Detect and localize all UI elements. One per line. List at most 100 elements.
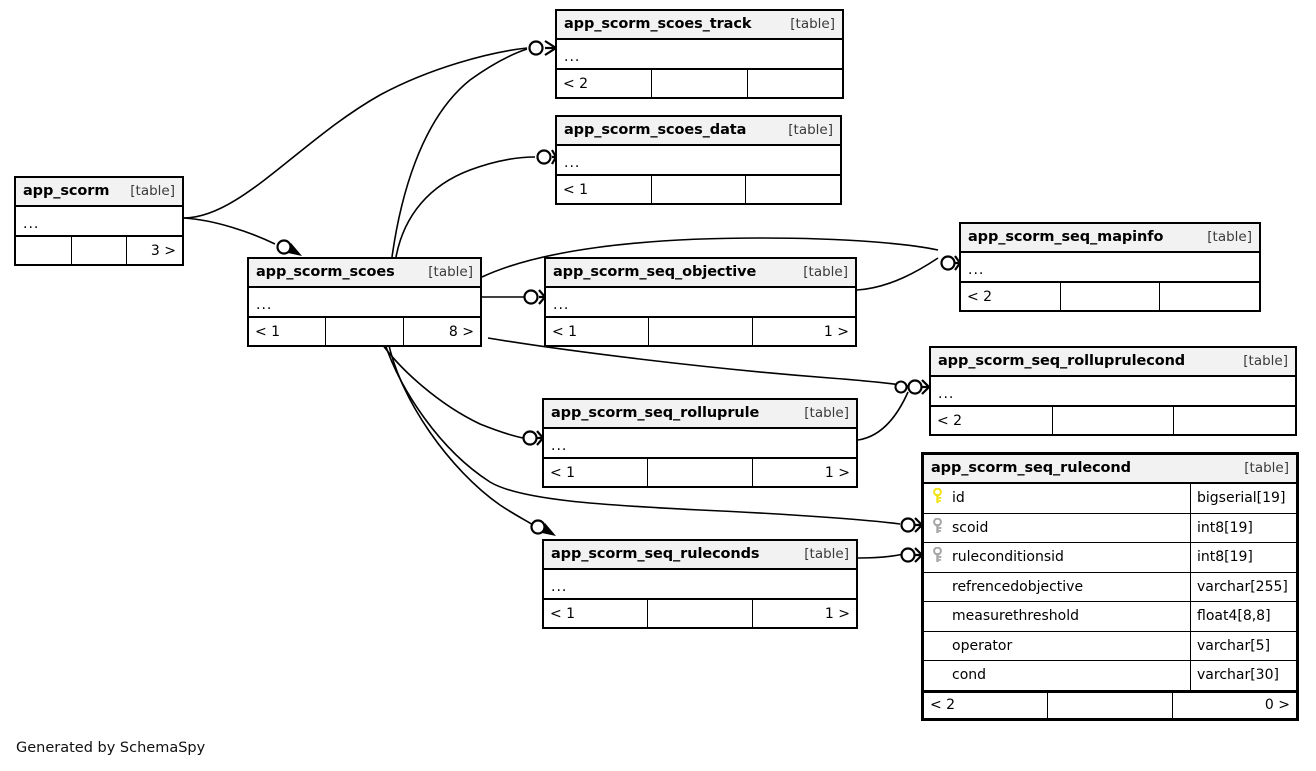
key-icon-foreign — [933, 546, 942, 563]
children-count — [1174, 407, 1295, 434]
column-name-cell: scoid — [924, 513, 1191, 542]
column-name: operator — [952, 637, 1013, 654]
column-row: refrencedobjective varchar[255] — [924, 572, 1296, 602]
column-type: bigserial[19] — [1197, 490, 1286, 507]
table-footer: < 2 — [931, 407, 1295, 434]
collapsed-columns-row: ... — [961, 253, 1259, 283]
collapsed-columns-row: ... — [249, 288, 480, 318]
table-title: app_scorm_seq_mapinfo — [968, 229, 1164, 245]
table-header: app_scorm_seq_ruleconds [table] — [544, 541, 856, 570]
ellipsis-label: ... — [23, 216, 40, 232]
children-count: 3 > — [150, 242, 177, 259]
footer-spacer — [648, 459, 753, 486]
table-app-scorm-scoes-track[interactable]: app_scorm_scoes_track[table]...< 2 — [555, 9, 844, 99]
footer-spacer — [326, 318, 404, 345]
foreign-key-icon — [932, 546, 945, 567]
collapsed-columns-row: ... — [546, 288, 855, 318]
table-type-tag: [table] — [428, 264, 473, 280]
key-icon-primary — [933, 487, 942, 504]
table-footer: < 1 — [557, 176, 840, 203]
table-type-tag: [table] — [1244, 460, 1289, 476]
ellipsis-label: ... — [256, 297, 273, 313]
table-title: app_scorm_scoes_data — [564, 122, 747, 138]
table-footer: 3 > — [16, 237, 182, 264]
table-header: app_scorm_seq_rolluprulecond [table] — [931, 348, 1295, 377]
children-count: 1 > — [824, 605, 850, 622]
parents-count — [16, 237, 72, 264]
table-footer: < 1 1 > — [544, 600, 856, 627]
table-app-scorm-seq-rolluprulecond[interactable]: app_scorm_seq_rolluprulecond [table]...< … — [929, 346, 1297, 436]
table-app-scorm-seq-mapinfo[interactable]: app_scorm_seq_mapinfo [table]... < 2 — [959, 222, 1261, 312]
table-type-tag: [table] — [1243, 353, 1288, 369]
table-header: app_scorm_scoes[table] — [249, 259, 480, 288]
table-title: app_scorm_scoes_track — [564, 16, 752, 32]
column-name-cell: refrencedobjective — [924, 572, 1191, 601]
table-type-tag: [table] — [790, 16, 835, 32]
parents-count: < 1 — [544, 600, 649, 627]
table-type-tag: [table] — [1207, 229, 1252, 245]
collapsed-columns-row: ... — [557, 40, 842, 70]
table-type-tag: [table] — [804, 405, 849, 421]
children-count: 1 > — [824, 464, 850, 481]
children-count — [1160, 283, 1259, 310]
table-title: app_scorm_seq_rulecond — [931, 460, 1131, 476]
table-title: app_scorm_seq_rolluprule — [551, 405, 760, 421]
table-app-scorm-seq-ruleconds[interactable]: app_scorm_seq_ruleconds [table]... < 1 1 > — [542, 539, 858, 629]
collapsed-columns-row: ... — [557, 146, 840, 176]
column-row: cond varchar[30] — [924, 661, 1296, 691]
table-header: app_scorm_seq_rolluprule [table] — [544, 400, 856, 429]
table-type-tag: [table] — [804, 546, 849, 562]
primary-key-icon — [932, 487, 945, 508]
column-type: float4[8,8] — [1197, 608, 1271, 625]
column-type: varchar[255] — [1197, 578, 1288, 595]
footer-spacer — [1048, 692, 1173, 718]
table-title: app_scorm_seq_ruleconds — [551, 546, 760, 562]
table-title: app_scorm_seq_rolluprulecond — [938, 353, 1186, 369]
table-app-scorm-seq-rulecond[interactable]: app_scorm_seq_rulecond [table] id bigseri… — [921, 452, 1299, 721]
parents-count: < 2 — [931, 407, 1053, 434]
column-name: id — [952, 490, 965, 507]
footer-spacer — [648, 600, 753, 627]
collapsed-columns-row: ... — [931, 377, 1295, 407]
key-icon-foreign — [933, 517, 942, 533]
table-header: app_scorm_scoes_data [table] — [557, 117, 840, 146]
table-header: app_scorm_seq_rulecond [table] — [924, 455, 1296, 484]
column-name-cell: cond — [924, 661, 1191, 690]
table-app-scorm[interactable]: app_scorm[table]...3 > — [14, 176, 184, 266]
parents-count: < 2 — [961, 283, 1061, 310]
table-header: app_scorm_scoes_track [table] — [557, 11, 842, 40]
parents-count: < 1 — [546, 318, 650, 345]
footer-spacer — [1061, 283, 1161, 310]
column-type: varchar[30] — [1197, 667, 1279, 684]
parents-count: < 1 — [557, 176, 652, 203]
table-app-scorm-scoes-data[interactable]: app_scorm_scoes_data [table]... < 1 — [555, 115, 842, 205]
collapsed-columns-row: ... — [16, 207, 182, 237]
table-footer: < 2 — [961, 283, 1259, 310]
ellipsis-label: ... — [968, 262, 985, 278]
column-type: int8[19] — [1197, 549, 1253, 566]
children-count — [748, 70, 842, 97]
ellipsis-label: ... — [551, 579, 568, 595]
column-name-cell: measurethreshold — [924, 602, 1191, 631]
column-name-cell: ruleconditionsid — [924, 543, 1191, 572]
table-type-tag: [table] — [803, 264, 848, 280]
parents-count: < 2 — [924, 692, 1049, 718]
column-name-cell: id — [924, 484, 1191, 513]
ellipsis-label: ... — [553, 297, 570, 313]
column-name: measurethreshold — [952, 608, 1079, 625]
collapsed-columns-row: ... — [544, 429, 856, 459]
footer-spacer — [649, 318, 753, 345]
table-type-tag: [table] — [788, 122, 833, 138]
table-type-tag: [table] — [130, 183, 175, 199]
children-count: 8 > — [448, 323, 474, 340]
children-count — [746, 176, 840, 203]
ellipsis-label: ... — [564, 155, 581, 171]
